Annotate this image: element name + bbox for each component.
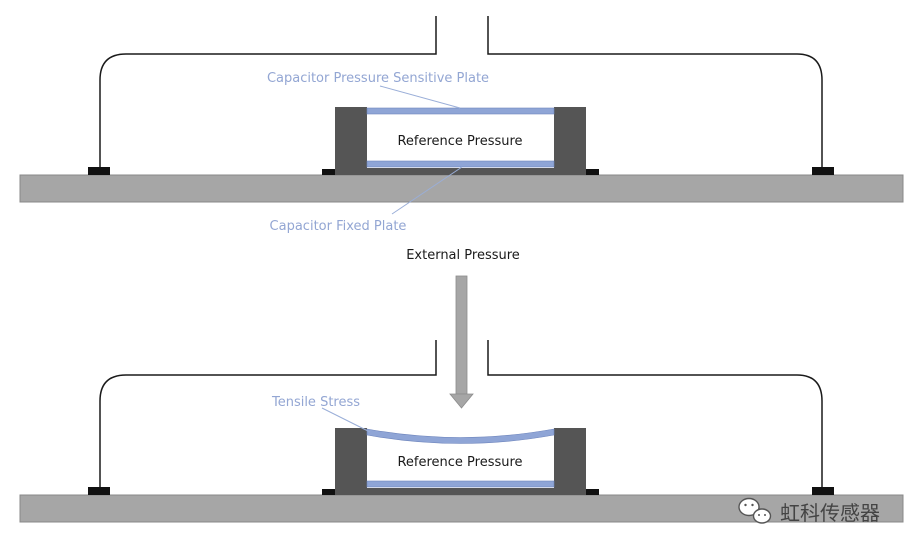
bottom-stress-leader	[321, 407, 371, 433]
bottom-fixed-plate	[366, 480, 555, 488]
bottom-wire-right	[487, 340, 823, 489]
bottom-housing-right-wall	[554, 428, 586, 495]
top-housing-base	[335, 168, 586, 175]
bottom-housing-base	[335, 488, 586, 495]
wechat-icon	[738, 497, 772, 524]
top-sensitive-leader	[379, 85, 461, 109]
bottom-contact-right	[812, 487, 834, 495]
top-contact-inner-right	[577, 169, 599, 175]
bottom-contact-inner-left	[322, 489, 344, 495]
bottom-housing-left-wall	[335, 428, 367, 495]
external-pressure-label: External Pressure	[406, 248, 520, 263]
top-wire-right	[487, 16, 823, 170]
top-contact-right	[812, 167, 834, 175]
top-sensitive-plate-label: Capacitor Pressure Sensitive Plate	[267, 71, 489, 86]
top-fixed-plate-label: Capacitor Fixed Plate	[270, 219, 407, 234]
top-wire-left	[99, 16, 437, 170]
bottom-contact-left	[88, 487, 110, 495]
top-housing-left-wall	[335, 107, 367, 175]
bottom-deflected-plate	[366, 428, 555, 444]
bottom-contact-inner-right	[577, 489, 599, 495]
top-housing-right-wall	[554, 107, 586, 175]
top-substrate	[19, 174, 904, 203]
top-chamber	[367, 115, 554, 160]
watermark-text: 虹科传感器	[780, 501, 880, 525]
watermark: 虹科传感器	[738, 497, 880, 525]
top-contact-left	[88, 167, 110, 175]
top-contact-inner-left	[322, 169, 344, 175]
bottom-chamber-label: Reference Pressure	[397, 455, 522, 470]
top-panel: Capacitor Pressure Sensitive Plate Refer…	[19, 16, 904, 234]
bottom-wire-left	[99, 340, 437, 489]
top-fixed-leader	[391, 166, 463, 215]
top-sensitive-plate	[366, 107, 555, 115]
top-chamber-label: Reference Pressure	[397, 134, 522, 149]
top-fixed-plate	[366, 160, 555, 168]
bottom-stress-label: Tensile Stress	[271, 395, 360, 410]
pressure-arrow	[449, 275, 474, 409]
